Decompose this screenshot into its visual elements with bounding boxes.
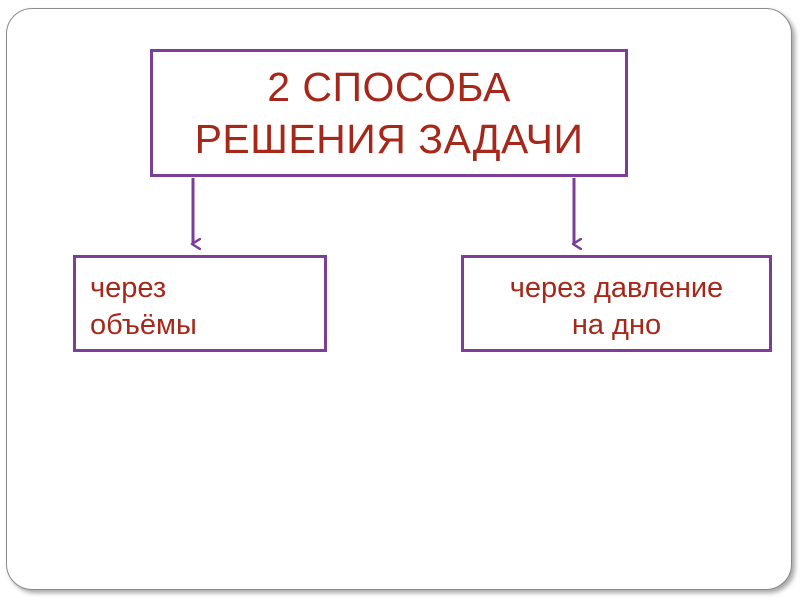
left-method-box: через объёмы [73,255,327,352]
right-method-label: через давление на дно [509,272,724,341]
left-method-label: через объёмы [90,272,197,341]
title-box: 2 СПОСОБА РЕШЕНИЯ ЗАДАЧИ [150,49,628,177]
right-method-box: через давление на дно [461,255,772,352]
diagram-title: 2 СПОСОБА РЕШЕНИЯ ЗАДАЧИ [194,64,584,162]
